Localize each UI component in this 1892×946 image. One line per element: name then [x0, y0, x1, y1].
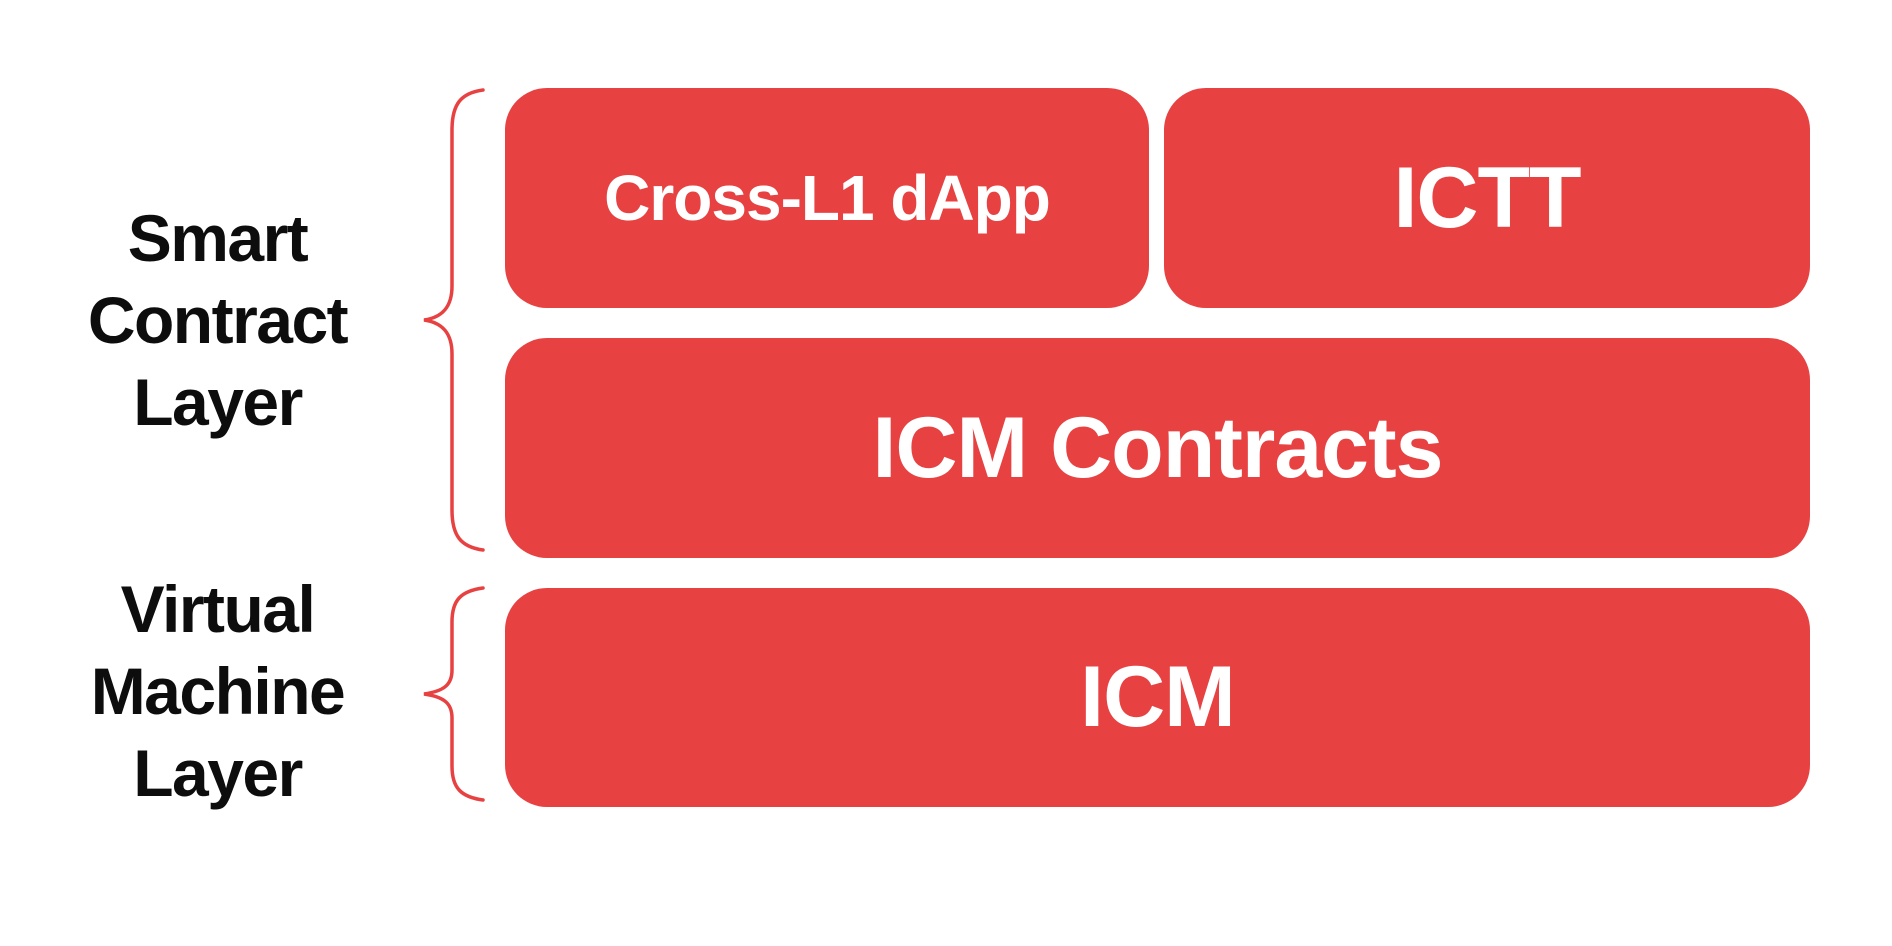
label-line: Contract [87, 283, 349, 357]
label-line: Virtual [120, 572, 316, 646]
box-label: ICM [1080, 649, 1236, 745]
left-curly-brace-icon [423, 586, 485, 802]
virtual-machine-layer-label: Virtual Machine Layer [30, 568, 405, 814]
label-line: Smart [127, 201, 309, 275]
box-label: Cross-L1 dApp [604, 162, 1051, 234]
label-line: Machine [90, 654, 346, 728]
ictt-box: ICTT [1164, 88, 1810, 308]
icm-contracts-box: ICM Contracts [505, 338, 1810, 558]
icm-box: ICM [505, 588, 1810, 807]
label-line: Layer [133, 365, 303, 439]
smart-contract-layer-label: Smart Contract Layer [30, 197, 405, 443]
label-line: Layer [133, 736, 303, 810]
left-curly-brace-icon [423, 88, 485, 552]
cross-l1-dapp-box: Cross-L1 dApp [505, 88, 1149, 308]
box-label: ICTT [1393, 149, 1581, 246]
box-label: ICM Contracts [872, 399, 1444, 496]
